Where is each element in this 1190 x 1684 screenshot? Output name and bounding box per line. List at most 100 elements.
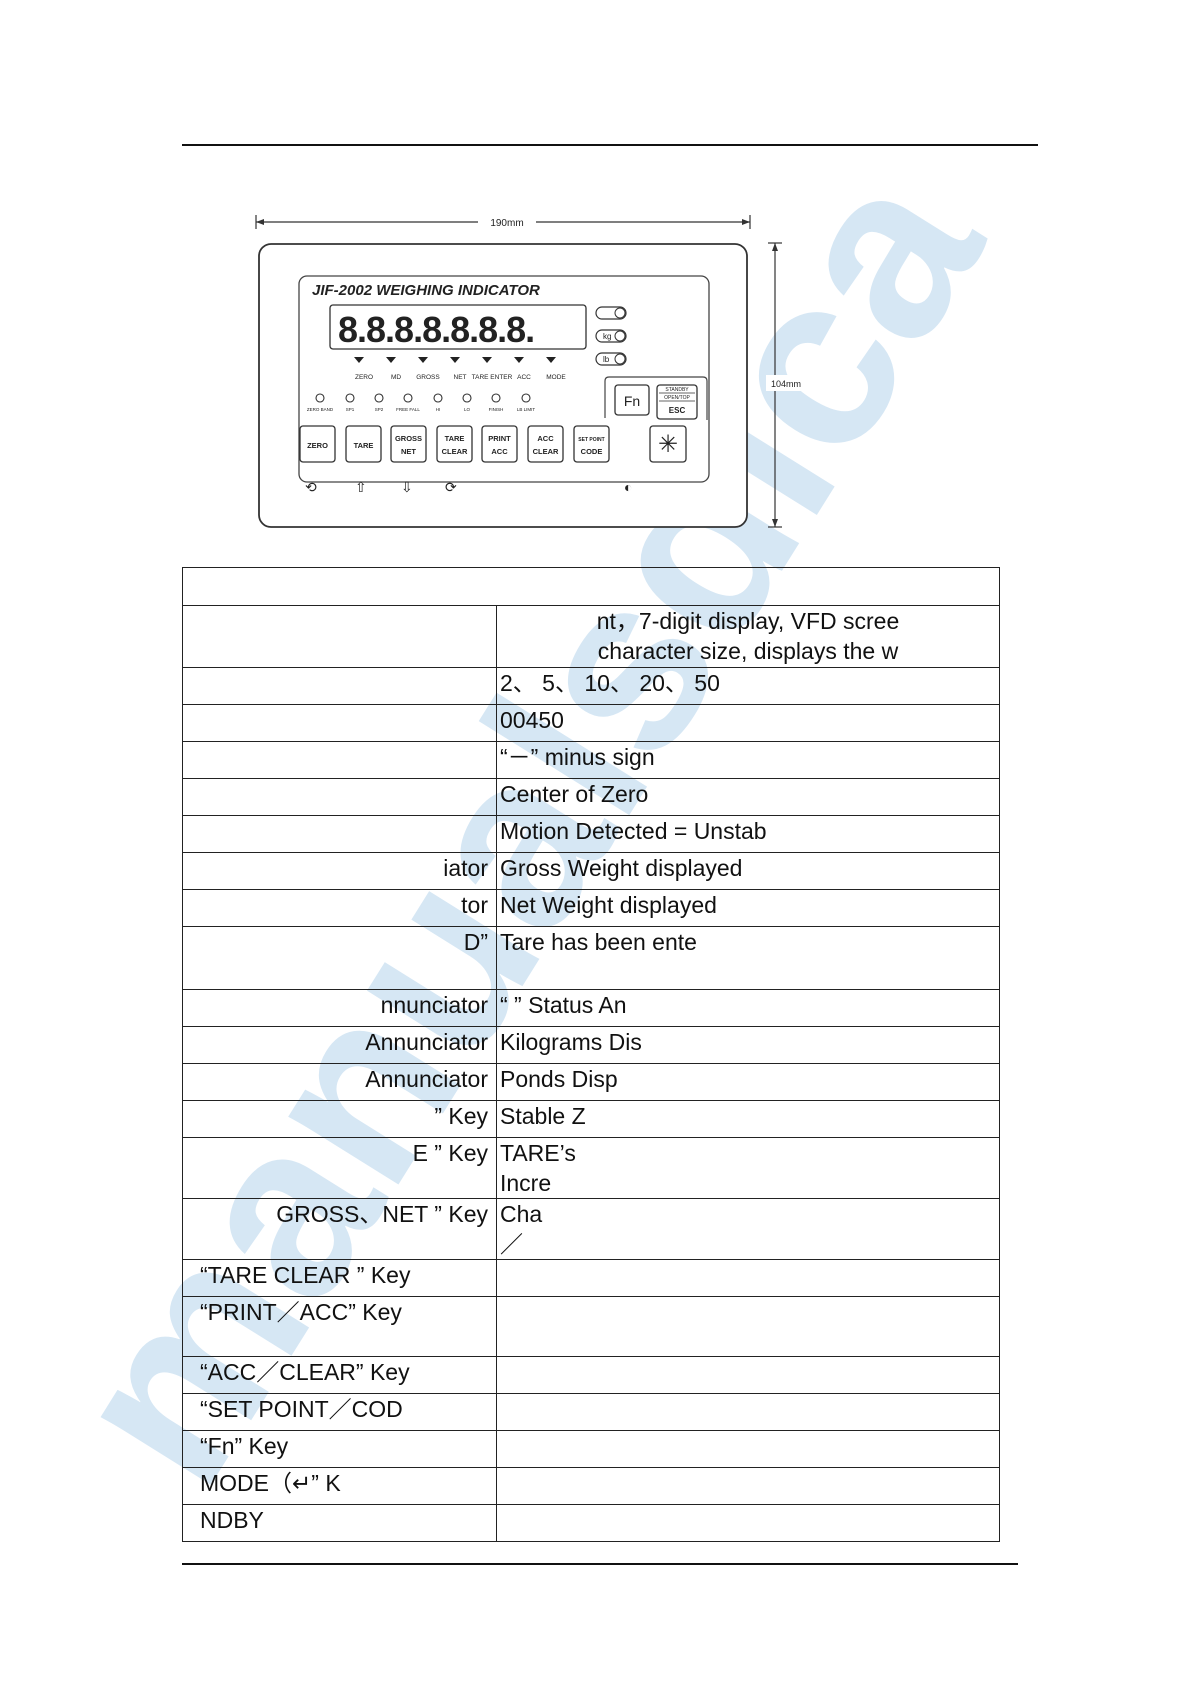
status-led — [374, 393, 384, 403]
esc-key-top-label: STANDBY — [665, 387, 689, 393]
row-value-cell: 00450 — [496, 704, 1000, 742]
annunciator-label: GROSS — [416, 374, 440, 381]
annunciator-label: ZERO — [355, 374, 373, 381]
keypad-key[interactable] — [390, 425, 427, 463]
row-name-cell — [182, 778, 497, 816]
row-value-cell: Tare has been ente — [496, 926, 1000, 990]
row-name-cell: E ” Key — [182, 1137, 497, 1199]
star-key[interactable] — [649, 425, 687, 463]
specification-table: nt，7-digit display, VFD scree character … — [182, 567, 1000, 1542]
row-name-cell: Annunciator — [182, 1063, 497, 1101]
status-led-label: SP2 — [375, 407, 384, 412]
lb-label: lb — [603, 355, 610, 364]
annunciator-marker — [514, 357, 524, 363]
row-value-cell — [496, 1356, 1000, 1394]
table-header-cell — [182, 567, 1000, 606]
row-name-cell: NDBY — [182, 1504, 497, 1542]
vfd-display — [329, 304, 587, 350]
row-name-cell: ” Key — [182, 1100, 497, 1138]
fn-key-label: Fn — [624, 393, 640, 409]
annunciator-marker — [546, 357, 556, 363]
header-rule — [182, 144, 1038, 146]
row-name-cell — [182, 741, 497, 779]
status-led — [462, 393, 472, 403]
row-value-cell: Ponds Disp — [496, 1063, 1000, 1101]
row-value-cell — [496, 1467, 1000, 1505]
row-name-cell: GROSS、NET ” Key — [182, 1198, 497, 1260]
keypad-key-sublabel: NET — [401, 447, 416, 456]
table-row: “PRINT／ACC” Key — [182, 1296, 1000, 1357]
keypad-key[interactable] — [436, 425, 473, 463]
annunciator-label: MD — [391, 374, 401, 381]
row-name-cell — [182, 815, 497, 853]
row-value-cell: “－” minus sign — [496, 741, 1000, 779]
row-value-cell — [496, 1259, 1000, 1297]
width-dimension-label: 190mm — [490, 218, 523, 229]
keypad-key-label: TARE — [445, 434, 465, 443]
footer-rule — [182, 1563, 1018, 1565]
keypad-key-label: ACC — [537, 434, 554, 443]
row-value-cell: TARE’s Incre — [496, 1137, 1000, 1199]
annunciator-marker — [418, 357, 428, 363]
annunciator-marker — [450, 357, 460, 363]
row-name-cell: iator — [182, 852, 497, 890]
status-led — [403, 393, 413, 403]
row-name-cell: “PRINT／ACC” Key — [182, 1296, 497, 1357]
status-led-label: HI — [436, 407, 441, 412]
table-row: 2、 5、 10、 20、 50 — [182, 667, 1000, 705]
fn-key[interactable] — [614, 384, 650, 416]
row-name-cell — [182, 667, 497, 705]
annunciator-marker — [386, 357, 396, 363]
keypad-key-label: GROSS — [395, 434, 422, 443]
row-name-cell: Annunciator — [182, 1026, 497, 1064]
row-value-cell: Kilograms Dis — [496, 1026, 1000, 1064]
status-led-label: SP1 — [346, 407, 355, 412]
row-value-cell: Stable Z — [496, 1100, 1000, 1138]
status-led-label: LO — [464, 407, 471, 412]
row-name-cell: nnunciator — [182, 989, 497, 1027]
arrow-down-icon: ⇩ — [401, 479, 413, 495]
row-value-cell: Net Weight displayed — [496, 889, 1000, 927]
row-value-cell: Center of Zero — [496, 778, 1000, 816]
keypad-key[interactable] — [573, 425, 610, 463]
keypad-key-sublabel: CODE — [581, 447, 603, 456]
keypad-key[interactable] — [527, 425, 564, 463]
row-name-cell — [182, 704, 497, 742]
navigation-arrow-icons: ⟲ ⇧ ⇩ ⟳ ◐ — [305, 479, 632, 495]
esc-key[interactable] — [656, 384, 698, 420]
row-value-cell — [496, 1296, 1000, 1357]
status-led — [491, 393, 501, 403]
indicator-front-panel-diagram: 190mm 104mm JIF-2002 WEIGHING INDICATOR … — [255, 214, 806, 528]
table-row: “ACC／CLEAR” Key — [182, 1356, 1000, 1394]
keypad-key[interactable] — [299, 425, 336, 463]
table-row: nt，7-digit display, VFD scree character … — [182, 605, 1000, 668]
keypad-key-label: ZERO — [307, 441, 328, 450]
status-led-label: FINISH — [489, 407, 504, 412]
row-name-cell: D” — [182, 926, 497, 990]
row-name-cell — [182, 605, 497, 668]
table-row: D”Tare has been ente — [182, 926, 1000, 990]
keypad-key[interactable] — [481, 425, 518, 463]
row-value-cell: Cha ／ — [496, 1198, 1000, 1260]
row-name-cell: “SET POINT／COD — [182, 1393, 497, 1431]
row-value-cell — [496, 1504, 1000, 1542]
arrow-left-icon: ⟲ — [305, 479, 317, 495]
star-key-label: ✳ — [658, 431, 678, 458]
keypad-key-sublabel: CLEAR — [442, 447, 468, 456]
keypad-key[interactable] — [345, 425, 382, 463]
keypad-key-label: SET POINT — [578, 437, 604, 443]
esc-key-mid-label: OPEN/TOP — [664, 395, 690, 401]
table-row: “Fn” Key — [182, 1430, 1000, 1468]
table-row: Motion Detected = Unstab — [182, 815, 1000, 853]
annunciator-label: TARE ENTER — [472, 374, 513, 381]
esc-key-label: ESC — [669, 406, 686, 415]
table-row: 00450 — [182, 704, 1000, 742]
row-value-cell: nt，7-digit display, VFD scree character … — [496, 605, 1000, 668]
row-name-cell: tor — [182, 889, 497, 927]
